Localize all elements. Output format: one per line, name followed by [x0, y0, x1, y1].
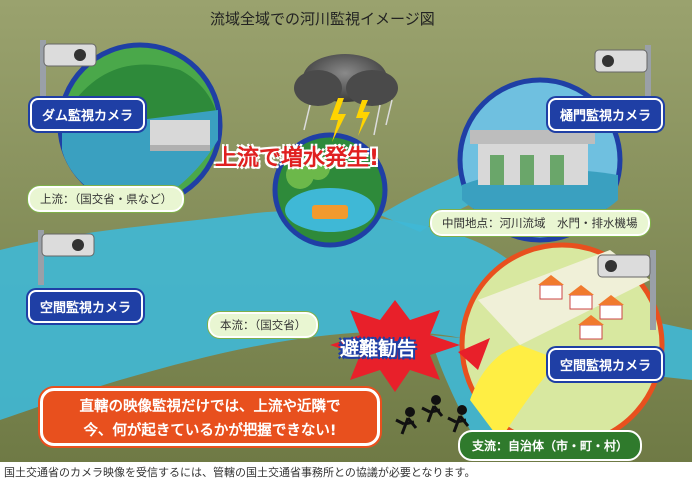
- siren-icon: [458, 338, 490, 370]
- dam-camera-label: ダム監視カメラ: [30, 98, 146, 131]
- monitoring-warning-box: 直轄の映像監視だけでは、上流や近隣で 今、何が起きているかが把握できない!: [40, 388, 380, 446]
- sluice-camera-label: 樋門監視カメラ: [548, 98, 664, 131]
- camera-icon: [594, 45, 651, 125]
- midpoint-label: 中間地点：河川流域 水門・排水機場: [430, 210, 650, 236]
- space-camera-label-right: 空間監視カメラ: [548, 348, 664, 381]
- footnote-band: [0, 462, 692, 481]
- tributary-label: 支流：自治体（市・町・村）: [458, 430, 643, 461]
- flood-alert-text: 上流で増水発生!: [215, 146, 380, 171]
- mainstream-label: 本流：（国交省）: [208, 312, 319, 338]
- camera-icon: [597, 250, 656, 330]
- river-main: [0, 210, 692, 420]
- page-title: 流域全域での河川監視イメージ図: [210, 10, 435, 28]
- evacuation-burst: [330, 300, 460, 392]
- flood-scene: [272, 132, 388, 248]
- warning-line-1: 直轄の映像監視だけでは、上流や近隣で: [79, 399, 341, 415]
- evacuation-text: 避難勧告: [340, 338, 417, 360]
- storm-cloud: [294, 54, 398, 142]
- footnote: 国土交通省のカメラ映像を受信するには、管轄の国土交通省事務所との協議が必要となり…: [4, 466, 476, 479]
- upstream-label: 上流：（国交省・県など）: [28, 186, 185, 212]
- warning-line-2: 今、何が起きているかが把握できない!: [83, 423, 337, 439]
- camera-icon: [38, 230, 95, 285]
- space-camera-label-left: 空間監視カメラ: [28, 290, 144, 323]
- camera-icon: [40, 40, 97, 110]
- running-people-icon: [395, 395, 470, 435]
